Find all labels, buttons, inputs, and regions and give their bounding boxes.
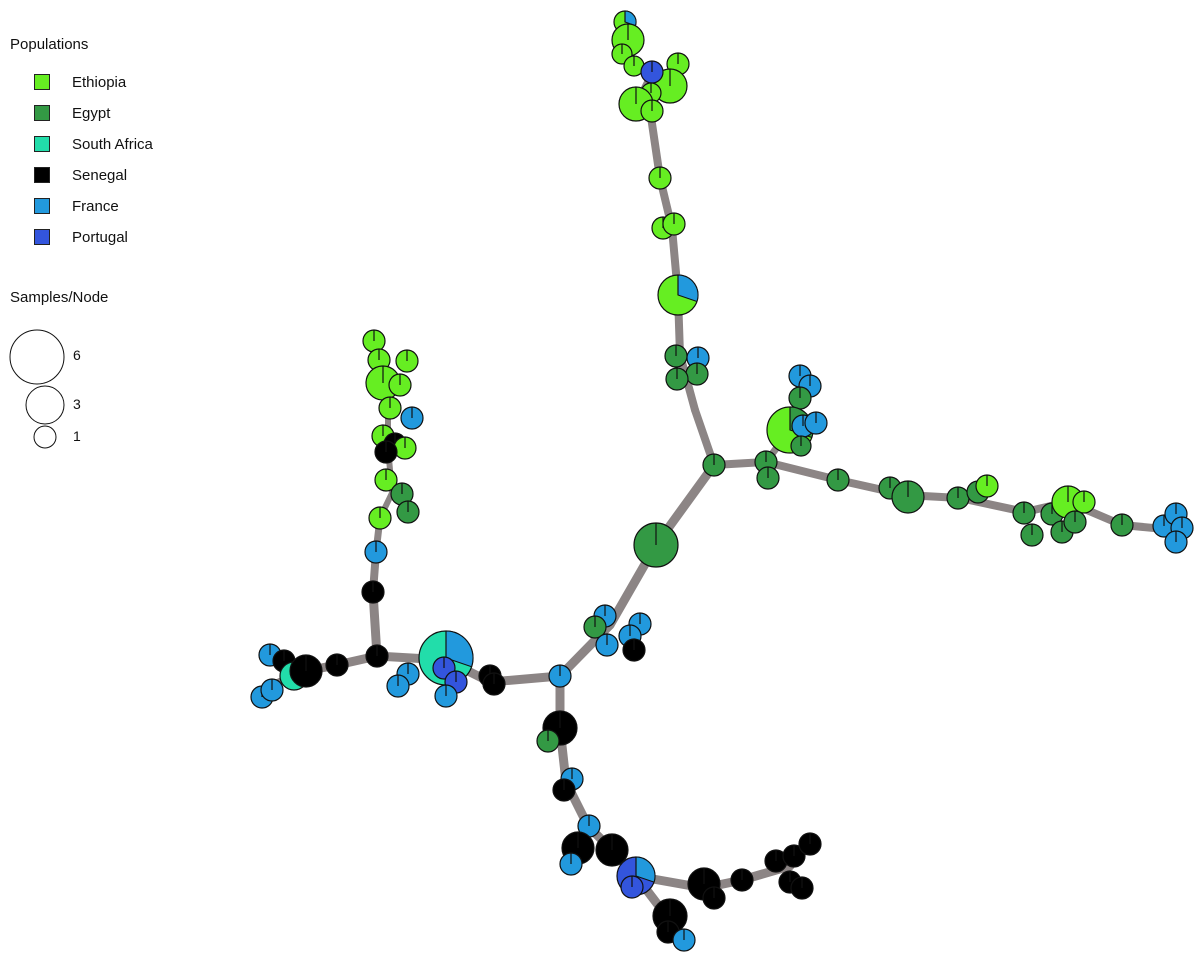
legend-label-france: France bbox=[72, 197, 119, 215]
haplotype-node bbox=[946, 486, 970, 510]
haplotype-node bbox=[672, 928, 696, 952]
haplotype-node bbox=[782, 844, 806, 868]
haplotype-node bbox=[595, 833, 629, 867]
legend-label-ethiopia: Ethiopia bbox=[72, 73, 127, 91]
haplotype-node bbox=[386, 674, 410, 698]
haplotype-node bbox=[552, 778, 576, 802]
haplotype-node bbox=[975, 474, 999, 498]
haplotype-node bbox=[620, 875, 644, 899]
egypt-swatch bbox=[34, 105, 50, 121]
haplotype-node bbox=[396, 500, 420, 524]
ethiopia-swatch bbox=[34, 74, 50, 90]
south-africa-swatch bbox=[34, 136, 50, 152]
haplotype-node bbox=[390, 482, 414, 506]
legend: Populations Ethiopia Egypt South Africa … bbox=[0, 0, 220, 460]
haplotype-node bbox=[702, 886, 726, 910]
haplotype-node bbox=[640, 60, 664, 84]
network-nodes bbox=[250, 10, 1194, 952]
haplotype-node bbox=[1110, 513, 1134, 537]
haplotype-node bbox=[260, 678, 284, 702]
size-1-circle bbox=[33, 425, 57, 449]
legend-item-ethiopia: Ethiopia bbox=[34, 73, 126, 91]
haplotype-node bbox=[633, 522, 679, 568]
node-slice bbox=[677, 274, 699, 303]
haplotype-node bbox=[664, 344, 688, 368]
haplotype-node bbox=[1164, 530, 1188, 554]
haplotype-node bbox=[393, 436, 417, 460]
haplotype-node bbox=[388, 373, 412, 397]
portugal-swatch bbox=[34, 229, 50, 245]
samples-legend-title: Samples/Node bbox=[10, 289, 109, 306]
legend-item-senegal: Senegal bbox=[34, 166, 127, 184]
size-legend-circles bbox=[9, 329, 65, 449]
haplotype-node bbox=[368, 506, 392, 530]
haplotype-node bbox=[364, 540, 388, 564]
size-3-circle bbox=[25, 385, 65, 425]
haplotype-node bbox=[804, 411, 828, 435]
haplotype-node bbox=[559, 852, 583, 876]
haplotype-node bbox=[1063, 510, 1087, 534]
node-slice bbox=[445, 630, 474, 668]
haplotype-node bbox=[548, 664, 572, 688]
legend-item-france: France bbox=[34, 197, 119, 215]
populations-legend-title: Populations bbox=[10, 36, 89, 53]
haplotype-node bbox=[756, 466, 780, 490]
size-label-3: 3 bbox=[73, 396, 81, 412]
haplotype-node bbox=[325, 653, 349, 677]
haplotype-node bbox=[374, 468, 398, 492]
haplotype-node bbox=[790, 876, 814, 900]
haplotype-node bbox=[482, 672, 506, 696]
haplotype-node bbox=[640, 99, 664, 123]
haplotype-node bbox=[702, 453, 726, 477]
haplotype-node bbox=[374, 440, 398, 464]
haplotype-node bbox=[595, 633, 619, 657]
haplotype-node bbox=[790, 435, 812, 457]
haplotype-node bbox=[665, 367, 689, 391]
size-label-6: 6 bbox=[73, 347, 81, 363]
size-6-circle bbox=[9, 329, 65, 385]
haplotype-node bbox=[1072, 490, 1096, 514]
haplotype-node bbox=[400, 406, 424, 430]
haplotype-node bbox=[378, 396, 402, 420]
legend-label-egypt: Egypt bbox=[72, 104, 111, 122]
haplotype-node bbox=[365, 644, 389, 668]
haplotype-node bbox=[657, 274, 699, 316]
haplotype-node bbox=[289, 654, 323, 688]
legend-item-south-africa: South Africa bbox=[34, 135, 153, 153]
haplotype-node bbox=[536, 729, 560, 753]
senegal-swatch bbox=[34, 167, 50, 183]
haplotype-node bbox=[361, 580, 385, 604]
haplotype-node bbox=[362, 329, 386, 353]
network-edge bbox=[762, 458, 842, 484]
france-swatch bbox=[34, 198, 50, 214]
haplotype-node bbox=[826, 468, 850, 492]
haplotype-node bbox=[891, 480, 925, 514]
haplotype-node bbox=[685, 362, 709, 386]
haplotype-node bbox=[395, 349, 419, 373]
haplotype-node bbox=[1012, 501, 1036, 525]
haplotype-node bbox=[648, 166, 672, 190]
haplotype-node bbox=[434, 684, 458, 708]
legend-item-egypt: Egypt bbox=[34, 104, 110, 122]
legend-label-senegal: Senegal bbox=[72, 166, 128, 184]
legend-item-portugal: Portugal bbox=[34, 228, 128, 246]
legend-label-south-africa: South Africa bbox=[72, 135, 153, 153]
haplotype-node bbox=[788, 386, 812, 410]
haplotype-node bbox=[623, 55, 645, 77]
haplotype-node bbox=[622, 638, 646, 662]
node-slice bbox=[635, 856, 656, 883]
haplotype-node bbox=[583, 615, 607, 639]
haplotype-node bbox=[662, 212, 686, 236]
size-label-1: 1 bbox=[73, 428, 81, 444]
haplotype-node bbox=[798, 832, 822, 856]
legend-label-portugal: Portugal bbox=[72, 228, 128, 246]
haplotype-node bbox=[730, 868, 754, 892]
haplotype-node bbox=[1020, 523, 1044, 547]
